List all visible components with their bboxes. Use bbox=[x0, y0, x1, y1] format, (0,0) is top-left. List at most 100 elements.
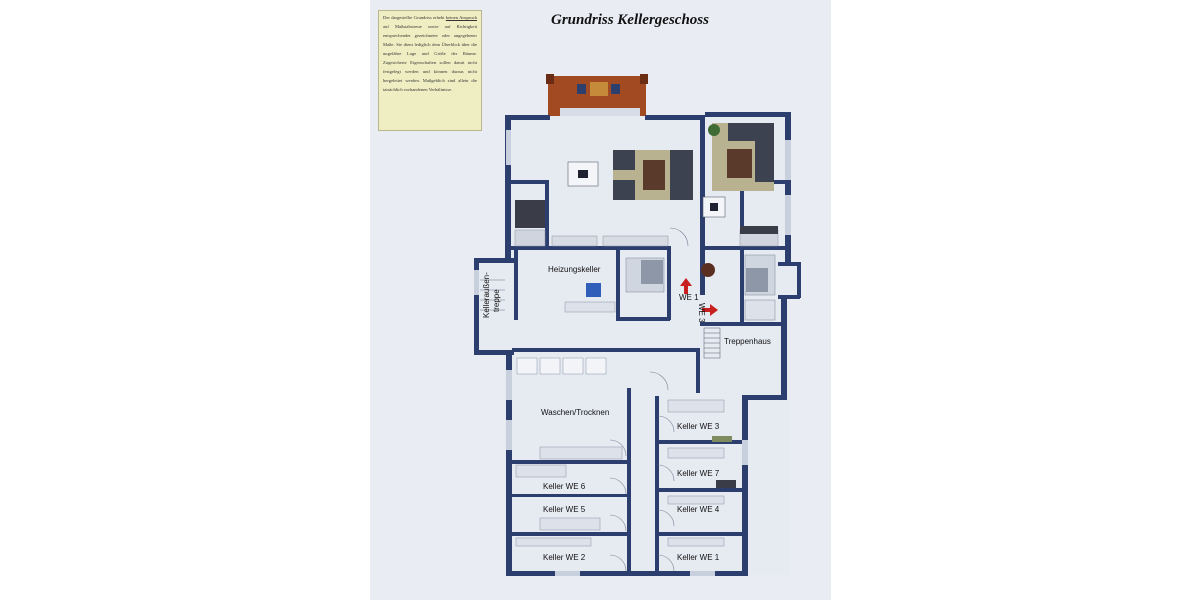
wall bbox=[512, 494, 627, 497]
washer bbox=[585, 357, 607, 375]
label-keller-we7: Keller WE 7 bbox=[677, 469, 720, 478]
wall bbox=[505, 115, 550, 120]
stove-left bbox=[515, 200, 545, 228]
counter-living-2 bbox=[602, 235, 669, 247]
armchair-left bbox=[613, 180, 635, 200]
label-keller-we6: Keller WE 6 bbox=[543, 482, 586, 491]
sofa-left bbox=[670, 150, 693, 200]
disclaimer-underlined: keinen Anspruch bbox=[445, 15, 477, 20]
shower-left bbox=[641, 260, 663, 284]
wall bbox=[742, 398, 748, 576]
label-heizungskeller: Heizungskeller bbox=[548, 265, 601, 274]
wall bbox=[512, 532, 627, 536]
door-arc bbox=[609, 554, 627, 572]
window bbox=[785, 140, 791, 180]
terrace-post-left bbox=[546, 74, 554, 84]
wall bbox=[696, 348, 700, 393]
outer-walls bbox=[474, 112, 801, 576]
washer bbox=[516, 357, 538, 375]
terrace-post-right bbox=[640, 74, 648, 84]
cellar-shelves bbox=[515, 399, 725, 547]
wall bbox=[514, 250, 518, 320]
wall bbox=[655, 440, 742, 444]
sofa-right bbox=[728, 123, 774, 141]
door-arc bbox=[657, 554, 675, 572]
plant-icon bbox=[708, 124, 720, 136]
wall bbox=[742, 395, 787, 400]
label-kelleraussentreppe-2: treppe bbox=[492, 289, 501, 312]
terrace-window bbox=[560, 108, 640, 116]
label-keller-we5: Keller WE 5 bbox=[543, 505, 586, 514]
heating-boiler-icon bbox=[586, 283, 601, 297]
door-arc bbox=[609, 514, 627, 532]
table-top-right bbox=[710, 203, 718, 211]
wall bbox=[781, 298, 787, 400]
window bbox=[506, 420, 512, 450]
label-keller-we4: Keller WE 4 bbox=[677, 505, 720, 514]
shower-right bbox=[746, 268, 768, 292]
wall bbox=[474, 350, 514, 355]
wall bbox=[616, 317, 670, 321]
wall bbox=[778, 262, 800, 266]
windows bbox=[474, 130, 791, 576]
wall bbox=[667, 250, 671, 320]
interior-walls bbox=[511, 120, 785, 571]
arrow-we1-icon bbox=[680, 278, 692, 294]
round-table bbox=[701, 263, 715, 277]
door-arc bbox=[669, 227, 689, 247]
window bbox=[690, 571, 715, 576]
wall bbox=[655, 532, 742, 536]
wall bbox=[616, 250, 620, 320]
disclaimer-text-2: auf Maßstabstreue sowie auf Richtigkeit … bbox=[383, 23, 477, 92]
wall bbox=[474, 258, 514, 263]
window bbox=[506, 130, 511, 165]
wall bbox=[655, 488, 742, 492]
wall bbox=[512, 348, 700, 352]
wall bbox=[705, 246, 785, 250]
wall bbox=[627, 388, 631, 571]
shelf bbox=[667, 399, 725, 413]
wall bbox=[700, 322, 785, 326]
label-kelleraussentreppe-1: Kelleraußen- bbox=[482, 272, 491, 318]
disclaimer-text-1: Der dargestellte Grundriss erhebt bbox=[383, 15, 445, 20]
wall bbox=[474, 258, 479, 355]
door-arc bbox=[609, 439, 627, 457]
label-treppenhaus: Treppenhaus bbox=[724, 337, 771, 346]
terrace-chair bbox=[577, 84, 586, 94]
window bbox=[555, 571, 580, 576]
washer bbox=[562, 357, 584, 375]
window bbox=[785, 195, 791, 235]
label-keller-we1: Keller WE 1 bbox=[677, 553, 720, 562]
wall bbox=[785, 112, 791, 262]
coffee-table-left bbox=[643, 160, 665, 190]
outdoor-stairs-icon bbox=[480, 279, 505, 311]
table-top-left bbox=[578, 170, 588, 178]
window bbox=[506, 370, 512, 400]
wall bbox=[505, 115, 511, 260]
heating-tank bbox=[564, 301, 616, 313]
door-arc bbox=[657, 415, 675, 433]
shelf bbox=[539, 517, 601, 531]
wall bbox=[740, 180, 744, 250]
label-keller-we2: Keller WE 2 bbox=[543, 553, 586, 562]
disclaimer-box: Der dargestellte Grundriss erhebt keinen… bbox=[378, 10, 482, 131]
terrace-table bbox=[590, 82, 608, 96]
shelf bbox=[515, 537, 592, 547]
label-waschen: Waschen/Trocknen bbox=[541, 408, 609, 417]
wall bbox=[740, 250, 744, 325]
arrow-we3-icon bbox=[702, 304, 718, 316]
page-title: Grundriss Kellergeschoss bbox=[551, 12, 709, 28]
wall bbox=[705, 112, 790, 117]
sofa-right-side bbox=[755, 138, 774, 182]
door-arc bbox=[657, 509, 675, 527]
door-swings bbox=[609, 227, 689, 572]
cellar-bottles bbox=[712, 436, 732, 442]
wall bbox=[545, 180, 549, 250]
window bbox=[474, 270, 479, 295]
label-keller-we3: Keller WE 3 bbox=[677, 422, 720, 431]
wall bbox=[700, 120, 705, 295]
label-we1: WE 1 bbox=[679, 293, 699, 302]
wall bbox=[512, 460, 627, 464]
label-we3: WE 3 bbox=[697, 303, 706, 323]
